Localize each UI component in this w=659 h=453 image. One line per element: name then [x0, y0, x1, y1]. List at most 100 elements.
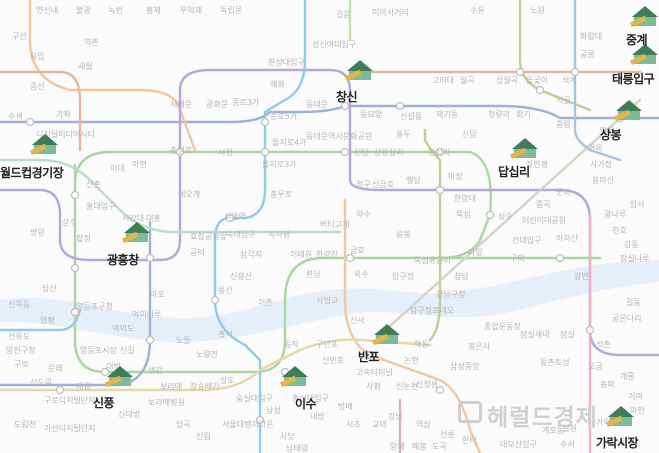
station-label: 먹골 — [556, 96, 571, 105]
station-label: 신반포 — [322, 356, 345, 365]
station-label: 용마산 — [592, 176, 615, 185]
station-label: 길동 — [626, 298, 641, 307]
station-label: 광나루 — [604, 210, 627, 219]
station-label: 장승배기 — [190, 382, 220, 391]
station-label: 당산 — [42, 284, 57, 293]
station-label: 강동 — [624, 240, 639, 249]
station-label: 석계 — [562, 76, 577, 85]
station-label: 합정 — [76, 234, 91, 243]
station-label: 뚝섬 — [456, 210, 471, 219]
house-marker-icon — [280, 366, 308, 388]
station-label: 신촌 — [86, 180, 101, 189]
station-label: 연신내 — [36, 6, 59, 15]
station-label: 내방 — [310, 412, 325, 421]
station-label: 서대문 — [170, 100, 193, 109]
station-label: 오금 — [588, 362, 603, 371]
station-label: 신설동 — [400, 112, 423, 121]
station-label: 삼각지 — [240, 250, 263, 259]
station-label: 대림 — [76, 382, 91, 391]
station-label: 용두 — [396, 130, 411, 139]
station-label: 마포 — [150, 290, 165, 299]
station-label: 응봉 — [396, 230, 411, 239]
station-label: 광화문 — [206, 100, 229, 109]
station-label: 충정로 — [170, 146, 193, 155]
station-label: 응암 — [30, 52, 45, 61]
station-label: 신금호 — [372, 180, 395, 189]
station-label: 홍대입구 — [86, 202, 116, 211]
station-label: 역촌 — [84, 38, 99, 47]
station-label: 서빙고 — [316, 296, 339, 305]
station-label: 금호 — [350, 246, 365, 255]
station-label: 논현 — [404, 356, 419, 365]
station-label: 아현 — [132, 160, 147, 169]
station-label: 영등포시장 — [80, 346, 117, 355]
station-label: 양재 — [390, 442, 405, 451]
station-label: 고려대 — [432, 76, 455, 85]
station-label: 여의나루 — [132, 310, 162, 319]
station-label: 마장 — [448, 172, 463, 181]
station-label: 강남 — [388, 412, 403, 421]
station-label: 회기 — [516, 110, 531, 119]
house-marker-icon — [105, 366, 133, 388]
station-label: 혜화 — [270, 80, 285, 89]
station-label: 성신여대입구 — [312, 40, 357, 49]
hub-label-dapsimni: 답십리 — [498, 165, 530, 179]
station-label: 증산 — [30, 82, 45, 91]
station-label: 신도림 — [30, 378, 53, 387]
station-label: 이대 — [110, 164, 125, 173]
station-label: 굽은다리 — [612, 314, 642, 323]
station-label: 사평 — [366, 382, 381, 391]
station-label: 마천 — [630, 406, 645, 415]
hub-label-garak: 가락시장 — [596, 436, 639, 450]
station-label: 동대문 — [306, 100, 329, 109]
gyeongui — [0, 158, 342, 234]
station-label: 용산 — [218, 286, 233, 295]
station-label: 사가정 — [590, 160, 613, 169]
station-label: 한성대입구 — [268, 58, 305, 67]
station-label: 가좌 — [56, 110, 71, 119]
station-label: 청량리 — [488, 110, 511, 119]
station-label: 매봉 — [412, 442, 427, 451]
station-label: 일원 — [562, 424, 577, 433]
station-label: 길음 — [336, 10, 351, 19]
station-label: 자양 — [468, 248, 483, 257]
station-label: 몽촌토성 — [540, 358, 570, 367]
station-label: 선유도 — [8, 332, 31, 341]
line6 — [0, 70, 82, 152]
station-label: 녹번 — [108, 6, 123, 15]
station-label: 중곡 — [536, 200, 551, 209]
station-label: 사당 — [280, 432, 295, 441]
station-label: 옥수 — [354, 270, 369, 279]
station-label: 녹사평 — [268, 230, 291, 239]
station-label: 서강대 — [122, 214, 145, 223]
hub-label-taereung: 태릉입구 — [612, 72, 655, 86]
station-label: 구의 — [510, 254, 525, 263]
station-label: 수색 — [8, 112, 23, 121]
station-label: 여의도 — [112, 324, 135, 333]
station-label: 동대문역사문화공원 — [306, 132, 373, 141]
line3 — [28, 0, 197, 152]
station-label: 보라매 — [160, 382, 183, 391]
station-label: 청담 — [454, 272, 469, 281]
station-label: 군자 — [556, 188, 571, 197]
line1 — [0, 104, 659, 124]
station-label: 새절 — [78, 62, 93, 71]
station-label: 돌곶이 — [526, 76, 549, 85]
station-label: 망원 — [30, 228, 45, 237]
station-label: 어린이대공원 — [522, 216, 567, 225]
station-label: 노들 — [176, 336, 191, 345]
station-label: 잠실새내 — [520, 330, 550, 339]
station-label: 면목 — [588, 144, 603, 153]
station-label: 이촌 — [258, 298, 273, 307]
station-label: 대방 — [106, 362, 121, 371]
station-label: 홍제 — [146, 6, 161, 15]
station-label: 시청 — [218, 148, 233, 157]
house-marker-icon — [606, 406, 634, 428]
line7 — [423, 128, 442, 342]
station-label: 보라매병원 — [148, 398, 185, 407]
station-label: 뚝섬유원지 — [414, 256, 451, 265]
station-label: 종로5가 — [270, 112, 298, 121]
station-label: 충무로 — [270, 190, 293, 199]
station-label: 개포동 — [542, 426, 565, 435]
station-label: 건대입구 — [512, 236, 542, 245]
